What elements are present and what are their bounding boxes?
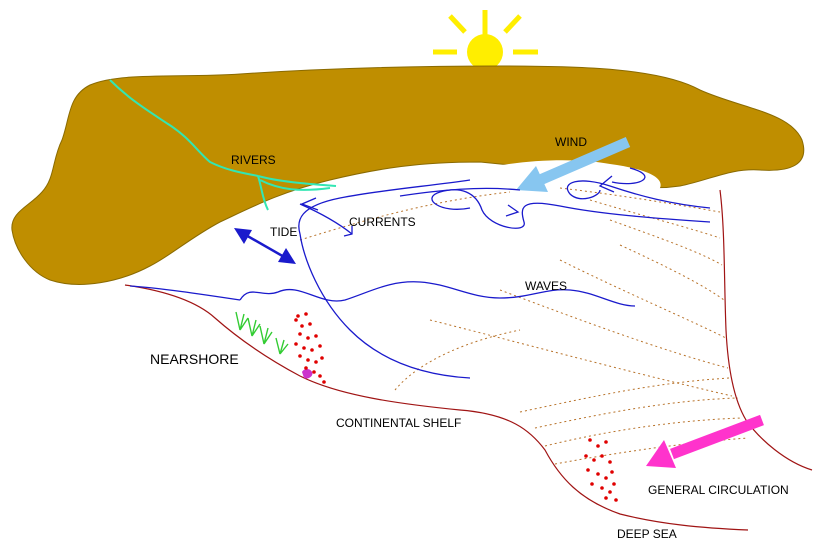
wind-arrow-icon: [516, 136, 631, 192]
bathymetry-contours: [299, 187, 749, 465]
current-arrowheads: [300, 175, 615, 237]
organism-marker: [302, 369, 313, 379]
river-network: [109, 79, 337, 211]
label-continental-shelf: CONTINENTAL SHELF: [336, 416, 461, 430]
label-nearshore: NEARSHORE: [150, 351, 239, 367]
deepsea-sediment-dots: [584, 438, 618, 502]
label-tide: TIDE: [270, 225, 297, 239]
label-deep-sea: DEEP SEA: [617, 527, 677, 541]
label-rivers: RIVERS: [231, 153, 276, 167]
lagoon: [470, 160, 661, 199]
label-wind: WIND: [555, 135, 587, 149]
tide-double-arrow-icon: [234, 228, 296, 264]
seabed-profile: [124, 189, 813, 531]
label-waves: WAVES: [525, 279, 567, 293]
label-general-circulation: GENERAL CIRCULATION: [648, 483, 789, 497]
seagrass-icon: [235, 311, 289, 355]
nearshore-sediment-dots: [294, 312, 326, 384]
currents-paths: [129, 167, 711, 379]
general-circulation-arrow-icon: [646, 414, 764, 468]
label-currents: CURRENTS: [349, 215, 416, 229]
